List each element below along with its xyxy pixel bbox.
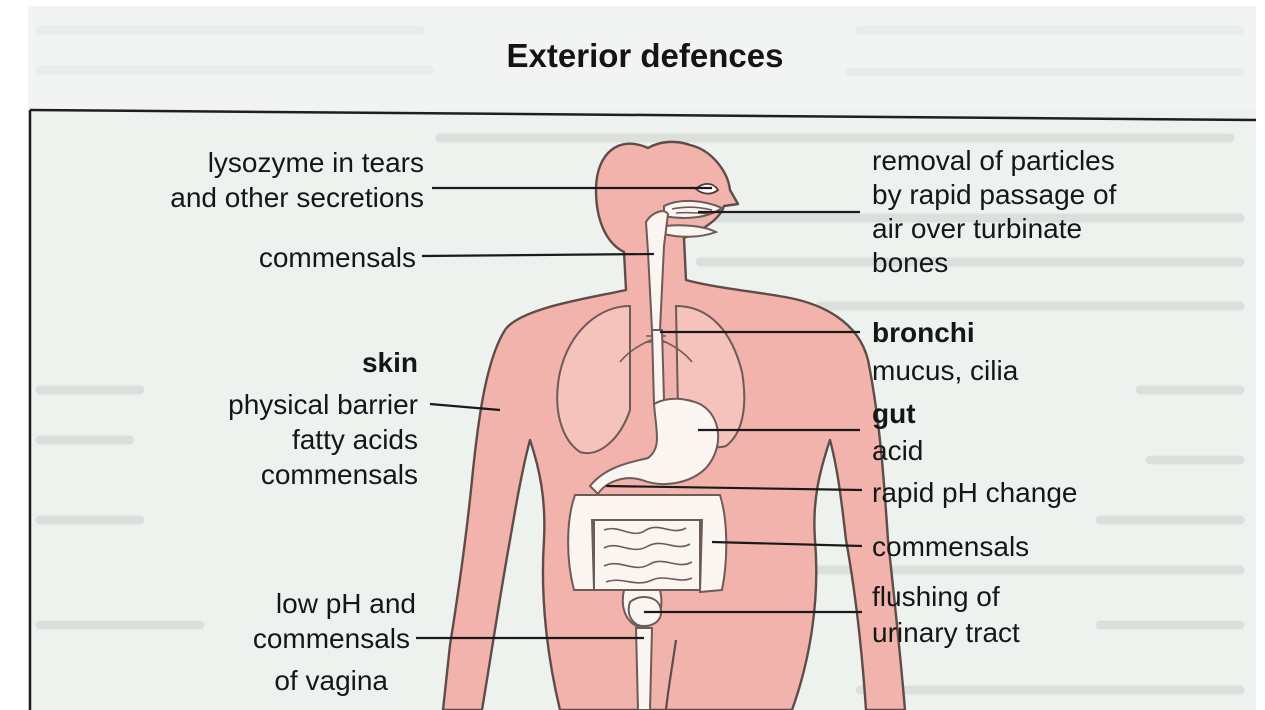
label-nose-line-1: removal of particles — [872, 145, 1115, 176]
label-commensals-throat: commensals — [259, 242, 416, 273]
label-nose-line-3: air over turbinate — [872, 213, 1082, 244]
diagram-title: Exterior defences — [507, 37, 784, 74]
label-gut-detail: acid — [872, 435, 923, 466]
label-skin-title: skin — [362, 347, 418, 378]
vaginal-canal — [636, 628, 652, 710]
label-skin-line-1: physical barrier — [228, 389, 418, 420]
label-bronchi-title: bronchi — [872, 317, 975, 348]
label-skin-line-2: fatty acids — [292, 424, 418, 455]
label-urinary-line-1: flushing of — [872, 581, 1000, 612]
label-skin-line-3: commensals — [261, 459, 418, 490]
label-vagina-line-2: commensals — [253, 623, 410, 654]
label-vagina-line-3: of vagina — [274, 665, 388, 696]
label-vagina-line-1: low pH and — [276, 588, 416, 619]
label-ph-change: rapid pH change — [872, 477, 1077, 508]
label-lysozyme-line-1: lysozyme in tears — [208, 147, 424, 178]
label-urinary-line-2: urinary tract — [872, 617, 1020, 648]
label-nose-line-2: by rapid passage of — [872, 179, 1117, 210]
label-gut-title: gut — [872, 398, 916, 429]
esophagus — [652, 330, 664, 404]
label-commensals-intestine: commensals — [872, 531, 1029, 562]
label-lysozyme-line-2: and other secretions — [170, 182, 424, 213]
label-nose-line-4: bones — [872, 247, 948, 278]
label-bronchi-detail: mucus, cilia — [872, 355, 1019, 386]
